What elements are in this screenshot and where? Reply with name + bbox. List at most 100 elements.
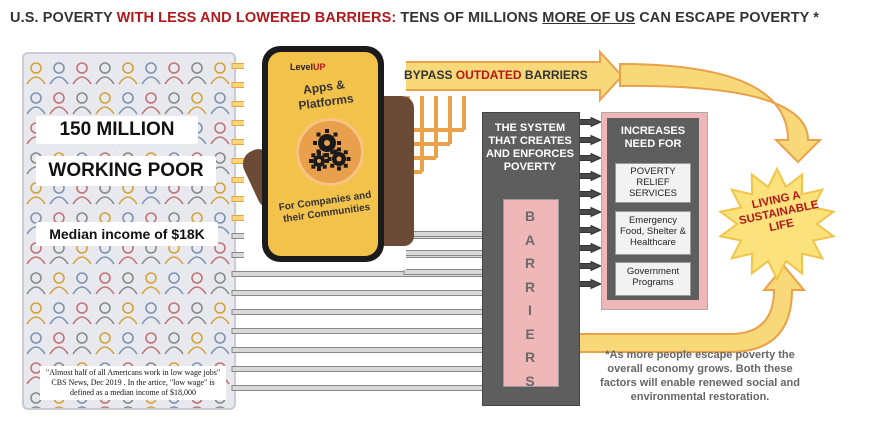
gear-tooth xyxy=(337,141,341,145)
person-head-icon xyxy=(99,302,111,314)
person-head-icon xyxy=(30,332,42,344)
bypass-curve-arrow xyxy=(619,62,823,164)
person-body-icon xyxy=(187,286,207,295)
gear-tooth xyxy=(330,163,335,168)
person-head-icon xyxy=(76,92,88,104)
gear-tooth xyxy=(325,153,329,157)
people-to-barriers-arrow xyxy=(231,344,505,356)
person-head-icon xyxy=(168,332,180,344)
gear-tooth xyxy=(327,157,332,161)
count-label: 150 MILLION xyxy=(36,116,198,144)
person-head-icon xyxy=(53,62,65,74)
bypass-label: BYPASS OUTDATED BARRIERS xyxy=(404,68,588,82)
person-head-icon xyxy=(99,92,111,104)
person-body-icon xyxy=(72,286,92,295)
person-head-icon xyxy=(168,62,180,74)
person-head-icon xyxy=(168,302,180,314)
system-to-needs-arrow xyxy=(577,116,603,128)
system-to-needs-arrow xyxy=(577,206,603,218)
gear-tooth xyxy=(311,153,316,158)
people-to-barriers-arrow xyxy=(231,306,505,318)
gear-tooth xyxy=(316,132,321,137)
person-body-icon xyxy=(26,196,46,205)
person-head-icon xyxy=(76,62,88,74)
gear-tooth xyxy=(317,167,321,171)
person-body-icon xyxy=(210,196,230,205)
person-head-icon xyxy=(214,302,226,314)
bypass-arrow xyxy=(373,49,624,103)
person-body-icon xyxy=(95,346,115,355)
person-body-icon xyxy=(72,106,92,115)
person-body-icon xyxy=(95,316,115,325)
person-head-icon xyxy=(145,302,157,314)
person-head-icon xyxy=(214,92,226,104)
person-body-icon xyxy=(95,106,115,115)
need-item-relief: POVERTY RELIEF SERVICES xyxy=(615,163,691,203)
person-body-icon xyxy=(169,406,179,408)
goal-starburst xyxy=(718,166,836,282)
person-body-icon xyxy=(118,76,138,85)
person-body-icon xyxy=(118,316,138,325)
gear-tooth xyxy=(309,159,313,163)
barrier-letter: S xyxy=(525,372,535,389)
people-to-barriers-arrow xyxy=(231,363,505,375)
system-to-needs-arrow xyxy=(577,152,603,164)
person-body-icon xyxy=(164,286,184,295)
person-body-icon xyxy=(95,256,115,265)
person-body-icon xyxy=(49,316,69,325)
person-head-icon xyxy=(191,92,203,104)
person-head-icon xyxy=(76,272,88,284)
person-head-icon xyxy=(122,302,134,314)
person-body-icon xyxy=(95,286,115,295)
person-body-icon xyxy=(49,106,69,115)
gear-tooth xyxy=(343,150,348,155)
person-body-icon xyxy=(210,256,230,265)
gear-tooth xyxy=(346,157,351,161)
gears-icon xyxy=(309,129,351,171)
person-body-icon xyxy=(118,256,138,265)
gear-tooth xyxy=(313,141,317,145)
person-head-icon xyxy=(214,62,226,74)
system-to-needs-arrow xyxy=(577,224,603,236)
person-body-icon xyxy=(72,346,92,355)
person-body-icon xyxy=(118,346,138,355)
person-head-icon xyxy=(145,62,157,74)
person-head-icon xyxy=(214,122,226,134)
system-to-needs-arrow xyxy=(577,188,603,200)
person-body-icon xyxy=(187,256,207,265)
person-body-icon xyxy=(164,346,184,355)
person-body-icon xyxy=(141,106,161,115)
title-part-5: CAN ESCAPE POVERTY * xyxy=(635,10,820,26)
person-head-icon xyxy=(122,272,134,284)
person-body-icon xyxy=(141,286,161,295)
person-head-icon xyxy=(30,272,42,284)
title-part-3: TENS OF MILLIONS xyxy=(396,10,543,26)
barrier-letter: R xyxy=(524,349,536,365)
person-body-icon xyxy=(187,76,207,85)
person-body-icon xyxy=(26,286,46,295)
person-head-icon xyxy=(53,302,65,314)
person-body-icon xyxy=(210,76,230,85)
person-head-icon xyxy=(145,272,157,284)
person-body-icon xyxy=(72,196,92,205)
person-head-icon xyxy=(99,272,111,284)
person-body-icon xyxy=(31,406,41,408)
title-part-4: MORE OF US xyxy=(542,10,636,26)
barrier-letter: E xyxy=(525,325,535,342)
person-body-icon xyxy=(49,196,69,205)
title-part-2: WITH LESS AND LOWERED BARRIERS: xyxy=(116,10,397,26)
person-body-icon xyxy=(72,316,92,325)
person-body-icon xyxy=(26,256,46,265)
person-head-icon xyxy=(191,302,203,314)
gear-tooth xyxy=(333,132,338,137)
person-body-icon xyxy=(210,286,230,295)
person-body-icon xyxy=(192,406,202,408)
person-body-icon xyxy=(26,76,46,85)
people-to-barriers-arrow xyxy=(231,287,505,299)
barrier-letter: B xyxy=(524,208,536,224)
barrier-letter: I xyxy=(528,302,532,318)
person-head-icon xyxy=(76,332,88,344)
person-body-icon xyxy=(118,106,138,115)
